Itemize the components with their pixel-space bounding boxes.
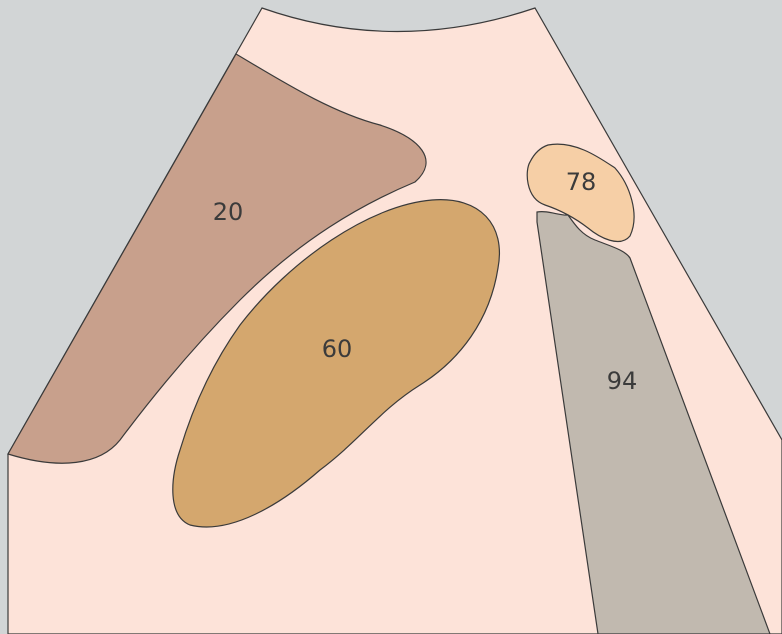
label-60: 60 [322,335,353,363]
label-20: 20 [213,198,244,226]
label-78: 78 [566,168,597,196]
label-94: 94 [607,367,638,395]
